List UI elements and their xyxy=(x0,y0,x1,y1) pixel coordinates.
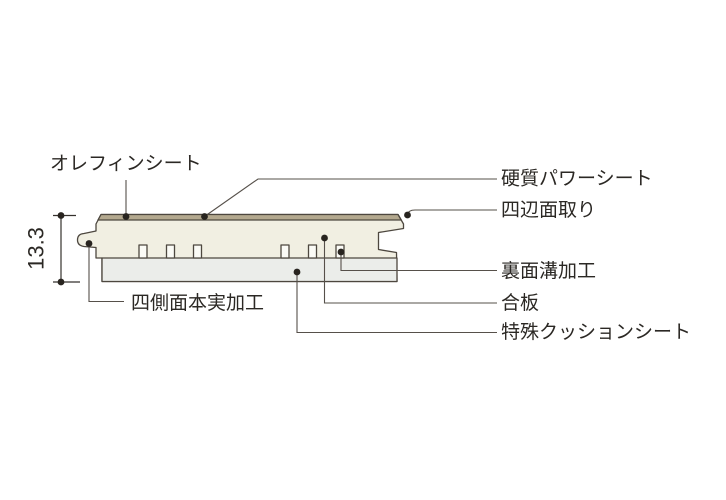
diagram-labels: オレフィンシート 硬質パワーシート 四辺面取り 裏面溝加工 合板 特殊クッション… xyxy=(50,154,691,344)
label-olefin-sheet: オレフィンシート xyxy=(50,154,202,175)
anchor-dot-four-side-chamfer xyxy=(404,211,411,219)
dimension-end-dot-top xyxy=(57,212,65,219)
label-hard-power-sheet: 硬質パワーシート xyxy=(501,168,653,190)
label-plywood: 合板 xyxy=(501,292,539,314)
leader-special-cushion-sheet xyxy=(296,272,497,334)
cushion-sheet-layer xyxy=(101,257,398,283)
anchor-dot-hard-power-sheet xyxy=(201,213,208,220)
back-groove-slot xyxy=(165,244,176,259)
anchor-dot-olefin-sheet xyxy=(122,213,130,220)
label-special-cushion-sheet: 特殊クッションシート xyxy=(501,321,691,343)
dimension-end-dot-bottom xyxy=(57,278,65,286)
surface-sheet-layer xyxy=(97,213,402,221)
label-back-groove: 裏面溝加工 xyxy=(501,260,596,282)
leader-four-side-tongue-groove xyxy=(88,243,124,303)
leader-hard-power-sheet xyxy=(204,178,497,217)
leader-four-side-chamfer xyxy=(406,209,497,215)
leader-back-groove xyxy=(340,252,497,272)
dimension-label: 13.3 xyxy=(24,227,49,270)
anchor-dot-four-side-tongue-groove xyxy=(85,240,93,247)
thickness-dimension: 13.3 xyxy=(24,212,80,286)
anchor-dot-special-cushion-sheet xyxy=(293,268,301,276)
label-four-side-tongue-groove: 四側面本実加工 xyxy=(131,292,264,314)
back-groove-slot xyxy=(307,244,318,259)
back-groove-slot xyxy=(138,244,148,259)
leader-plywood xyxy=(323,238,497,304)
back-groove-slot xyxy=(280,244,290,259)
anchor-dot-plywood xyxy=(321,234,328,242)
leader-lines xyxy=(85,178,497,334)
anchor-dot-back-groove xyxy=(337,248,345,256)
back-groove-slot xyxy=(192,244,203,259)
label-four-side-chamfer: 四辺面取り xyxy=(501,199,596,221)
